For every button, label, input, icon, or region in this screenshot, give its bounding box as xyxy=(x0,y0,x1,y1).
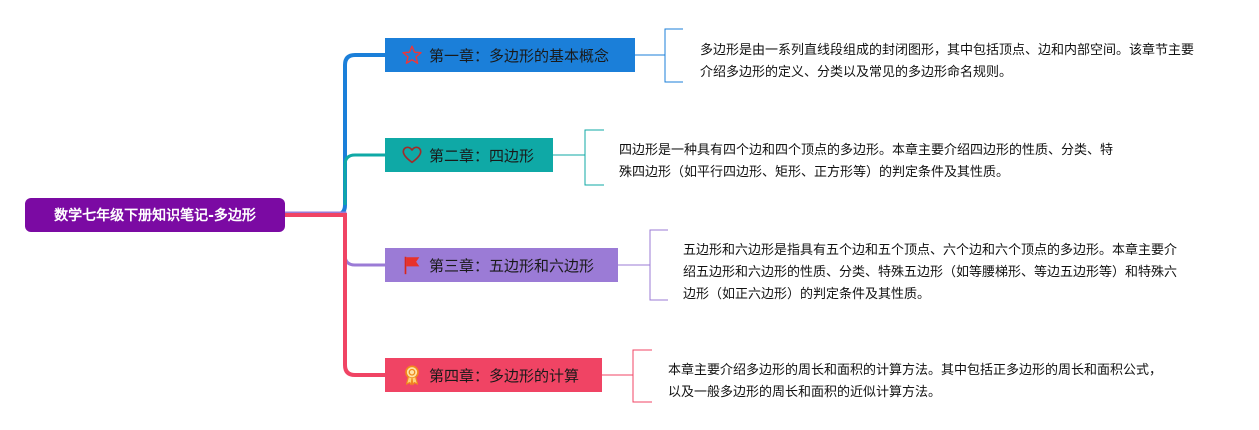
award-icon xyxy=(401,364,423,386)
chapter-2-node[interactable]: 第二章：四边形 xyxy=(385,138,553,172)
branch-line-3 xyxy=(285,211,385,267)
bracket-line-1 xyxy=(635,28,683,83)
chapter-1-description: 多边形是由一系列直线段组成的封闭图形，其中包括顶点、边和内部空间。该章节主要介绍… xyxy=(700,43,1195,80)
bracket-line-2 xyxy=(553,129,604,186)
branch-line-4 xyxy=(285,213,385,377)
chapter-3-label: 第三章：五边形和六边形 xyxy=(429,256,595,275)
branch-line-1 xyxy=(285,53,385,217)
root-title: 数学七年级下册知识笔记-多边形 xyxy=(54,208,256,224)
chapter-1-label: 第一章：多边形的基本概念 xyxy=(429,46,610,65)
chapter-3-node[interactable]: 第三章：五边形和六边形 xyxy=(385,248,618,282)
star-icon xyxy=(401,44,423,66)
chapter-4-description: 本章主要介绍多边形的周长和面积的计算方法。其中包括正多边形的周长和面积公式，以及… xyxy=(668,363,1163,400)
root-topic[interactable]: 数学七年级下册知识笔记-多边形 xyxy=(25,198,285,232)
bracket-line-4 xyxy=(602,349,652,403)
bracket-line-3 xyxy=(618,229,668,301)
chapter-3-description: 五边形和六边形是指具有五个边和五个顶点、六个边和六个顶点的多边形。本章主要介绍五… xyxy=(683,243,1178,302)
chapter-2-label: 第二章：四边形 xyxy=(429,146,535,165)
chapter-1-node[interactable]: 第一章：多边形的基本概念 xyxy=(385,38,635,72)
chapter-4-label: 第四章：多边形的计算 xyxy=(429,366,580,385)
chapter-4-node[interactable]: 第四章：多边形的计算 xyxy=(385,358,602,392)
flag-icon xyxy=(401,254,423,276)
chapter-2-description: 四边形是一种具有四个边和四个顶点的多边形。本章主要介绍四边形的性质、分类、特殊四… xyxy=(619,143,1114,180)
heart-icon xyxy=(401,144,423,166)
branch-line-2 xyxy=(343,153,385,205)
